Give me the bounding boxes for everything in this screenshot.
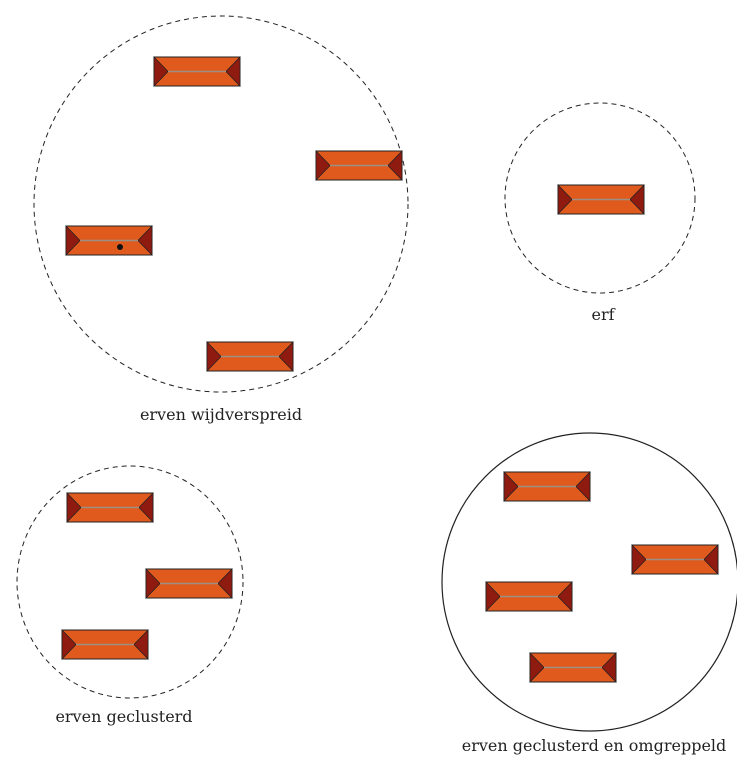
- erf-boundary: [504, 102, 696, 294]
- house-roof: [65, 225, 153, 256]
- label-erven-geclusterd-en-omgreppeld: erven geclusterd en omgreppeld: [462, 736, 727, 755]
- house-roof: [315, 150, 403, 181]
- omgreppeld-boundary: [441, 432, 737, 732]
- house-roof: [145, 568, 233, 599]
- wijdverspreid-boundary: [33, 15, 409, 393]
- house-roof: [485, 581, 573, 612]
- house-roof: [66, 492, 154, 523]
- house-roof: [503, 471, 591, 502]
- label-erven-geclusterd: erven geclusterd: [55, 707, 192, 726]
- house-roof: [61, 629, 149, 660]
- label-erf: erf: [591, 305, 615, 324]
- house-roof: [557, 184, 645, 215]
- house-roof: [206, 341, 294, 372]
- house-roof: [631, 544, 719, 575]
- marker-dot: [117, 244, 123, 250]
- houses-layer: [61, 56, 719, 683]
- geclusterd-boundary: [16, 465, 244, 699]
- house-roof: [153, 56, 241, 87]
- house-roof: [529, 652, 617, 683]
- label-erven-wijdverspreid: erven wijdverspreid: [140, 405, 302, 424]
